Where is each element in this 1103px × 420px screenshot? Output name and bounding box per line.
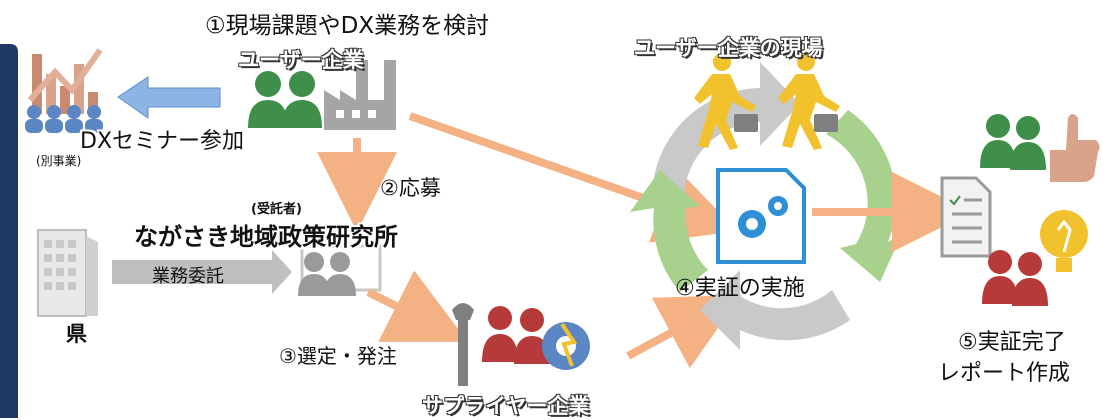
contractor-tag: (受託者) — [251, 202, 302, 217]
factory-icon — [324, 60, 396, 130]
tools-icon — [452, 303, 474, 386]
step5-line1: ⑤実証完了 — [958, 330, 1066, 355]
step1-label: ①現場課題やDX業務を検討 — [205, 13, 490, 39]
user-site-label: ユーザー企業の現場 — [634, 36, 823, 60]
thumbs-up-icon — [1050, 114, 1100, 182]
step3-label: ③選定・発注 — [279, 344, 397, 368]
step2-label: ②応募 — [380, 176, 441, 200]
lightbulb-icon — [1040, 210, 1088, 272]
select-order-arrow — [366, 270, 468, 342]
navy-side-frame — [0, 44, 18, 418]
supplier-label: サプライヤー企業 — [422, 394, 590, 418]
building-icon — [37, 229, 98, 317]
seminar-arrow — [117, 76, 221, 119]
prefecture-label: 県 — [66, 322, 87, 346]
audience-people-icon — [25, 105, 103, 133]
supplier-gear-icon — [542, 322, 590, 370]
seminar-label: DXセミナー参加 — [80, 129, 245, 154]
institute-people-icon — [298, 244, 382, 296]
commission-label: 業務委託 — [152, 266, 224, 287]
seminar-note: (別事業) — [36, 154, 82, 168]
runner-icon — [694, 53, 840, 150]
step4-label: ④実証の実施 — [675, 276, 805, 301]
briefcase-icon — [734, 114, 838, 132]
user-company-label: ユーザー企業 — [238, 48, 364, 72]
gear-document-icon — [716, 168, 806, 264]
institute-label: ながさき地域政策研究所 — [134, 223, 398, 251]
report-people-icon — [982, 250, 1048, 306]
checklist-icon — [940, 176, 992, 258]
supplier-to-demo-arrow — [626, 295, 742, 369]
step5-line2: レポート作成 — [938, 361, 1071, 386]
approval-people-icon — [980, 114, 1046, 170]
chart-icon — [27, 48, 103, 114]
supplier-people-icon — [482, 306, 550, 364]
commission-arrow — [112, 250, 292, 294]
user-company-people-icon — [248, 71, 322, 128]
